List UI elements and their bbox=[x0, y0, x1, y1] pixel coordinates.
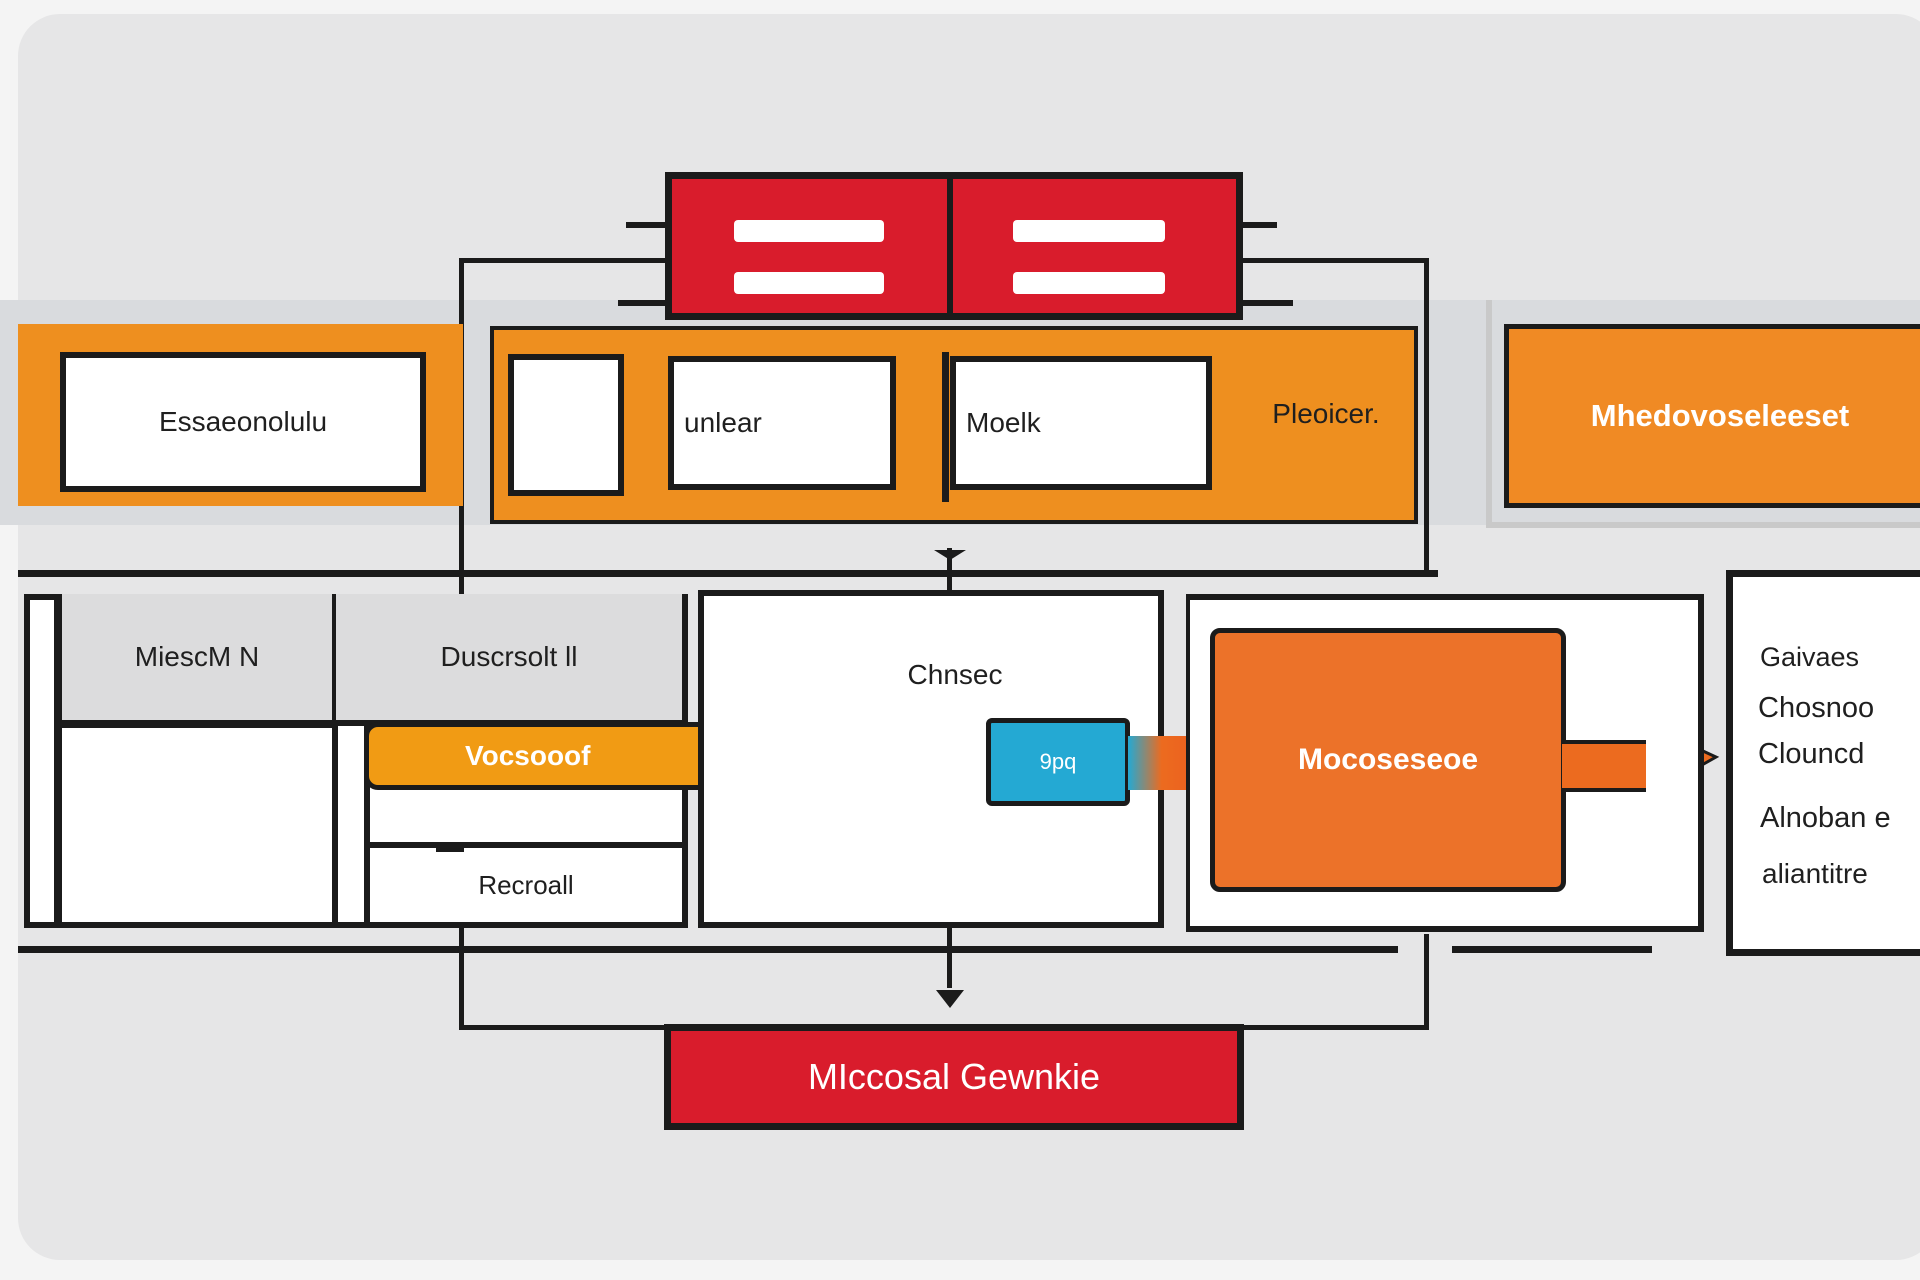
header-tick-right-1 bbox=[1243, 222, 1277, 228]
header-bar-left-1 bbox=[734, 220, 884, 242]
chnsec-label: Chnsec bbox=[907, 659, 1003, 690]
top-header-divider bbox=[947, 178, 953, 314]
row1-right-shelf bbox=[1486, 300, 1920, 528]
row2-right-bottom-rule bbox=[1452, 946, 1652, 953]
essaeonolulu-box: Essaeonolulu bbox=[60, 352, 426, 492]
pleoicer-label: Pleoicer. bbox=[1272, 398, 1380, 429]
row2-top-rule bbox=[18, 570, 1438, 577]
moelk-box: Moelk bbox=[950, 356, 1212, 490]
right-list-panel bbox=[1726, 570, 1920, 956]
miccosal-gewnkie-block: MIccosal Gewnkie bbox=[664, 1024, 1244, 1130]
row2-bottom-rule bbox=[18, 946, 1398, 953]
recroall-cell: Recroall bbox=[364, 842, 688, 928]
right-list-item-5: aliantitre bbox=[1762, 858, 1868, 889]
miescm-header: MiescM N bbox=[56, 594, 338, 726]
orange-right-arrow-body bbox=[1562, 740, 1646, 792]
header-tick-right-2 bbox=[1243, 300, 1293, 306]
row1-middle-divider bbox=[942, 352, 949, 502]
right-list-item-1: Gaivaes bbox=[1760, 642, 1860, 672]
duscrsolt-header: Duscrsolt ll bbox=[336, 594, 688, 726]
row1-small-square bbox=[508, 354, 624, 496]
connector-right-vertical bbox=[1424, 258, 1429, 576]
mocoseseoe-box: Mocoseseoe bbox=[1210, 628, 1566, 892]
right-list-item-4: Alnoban e bbox=[1760, 802, 1891, 834]
connector-right-lower bbox=[1424, 934, 1429, 1030]
header-bar-right-2 bbox=[1013, 272, 1165, 294]
header-bar-right-1 bbox=[1013, 220, 1165, 242]
header-bar-left-2 bbox=[734, 272, 884, 294]
unlear-box: unlear bbox=[668, 356, 896, 490]
center-arrow-head bbox=[936, 990, 964, 1008]
mhedovoseleeset-box: Mhedovoseleeset bbox=[1504, 324, 1920, 508]
right-list-item-2: Chosnoo bbox=[1758, 692, 1875, 724]
recroall-tick bbox=[436, 846, 464, 852]
right-list-item-3: Clouncd bbox=[1758, 738, 1865, 770]
diamond-cell bbox=[56, 722, 338, 928]
top-header-block bbox=[665, 172, 1243, 320]
center-arrow-tail bbox=[934, 550, 966, 560]
header-tick-left-2 bbox=[618, 300, 666, 306]
header-tick-left-1 bbox=[626, 222, 666, 228]
blue-box: 9pq bbox=[986, 718, 1130, 806]
